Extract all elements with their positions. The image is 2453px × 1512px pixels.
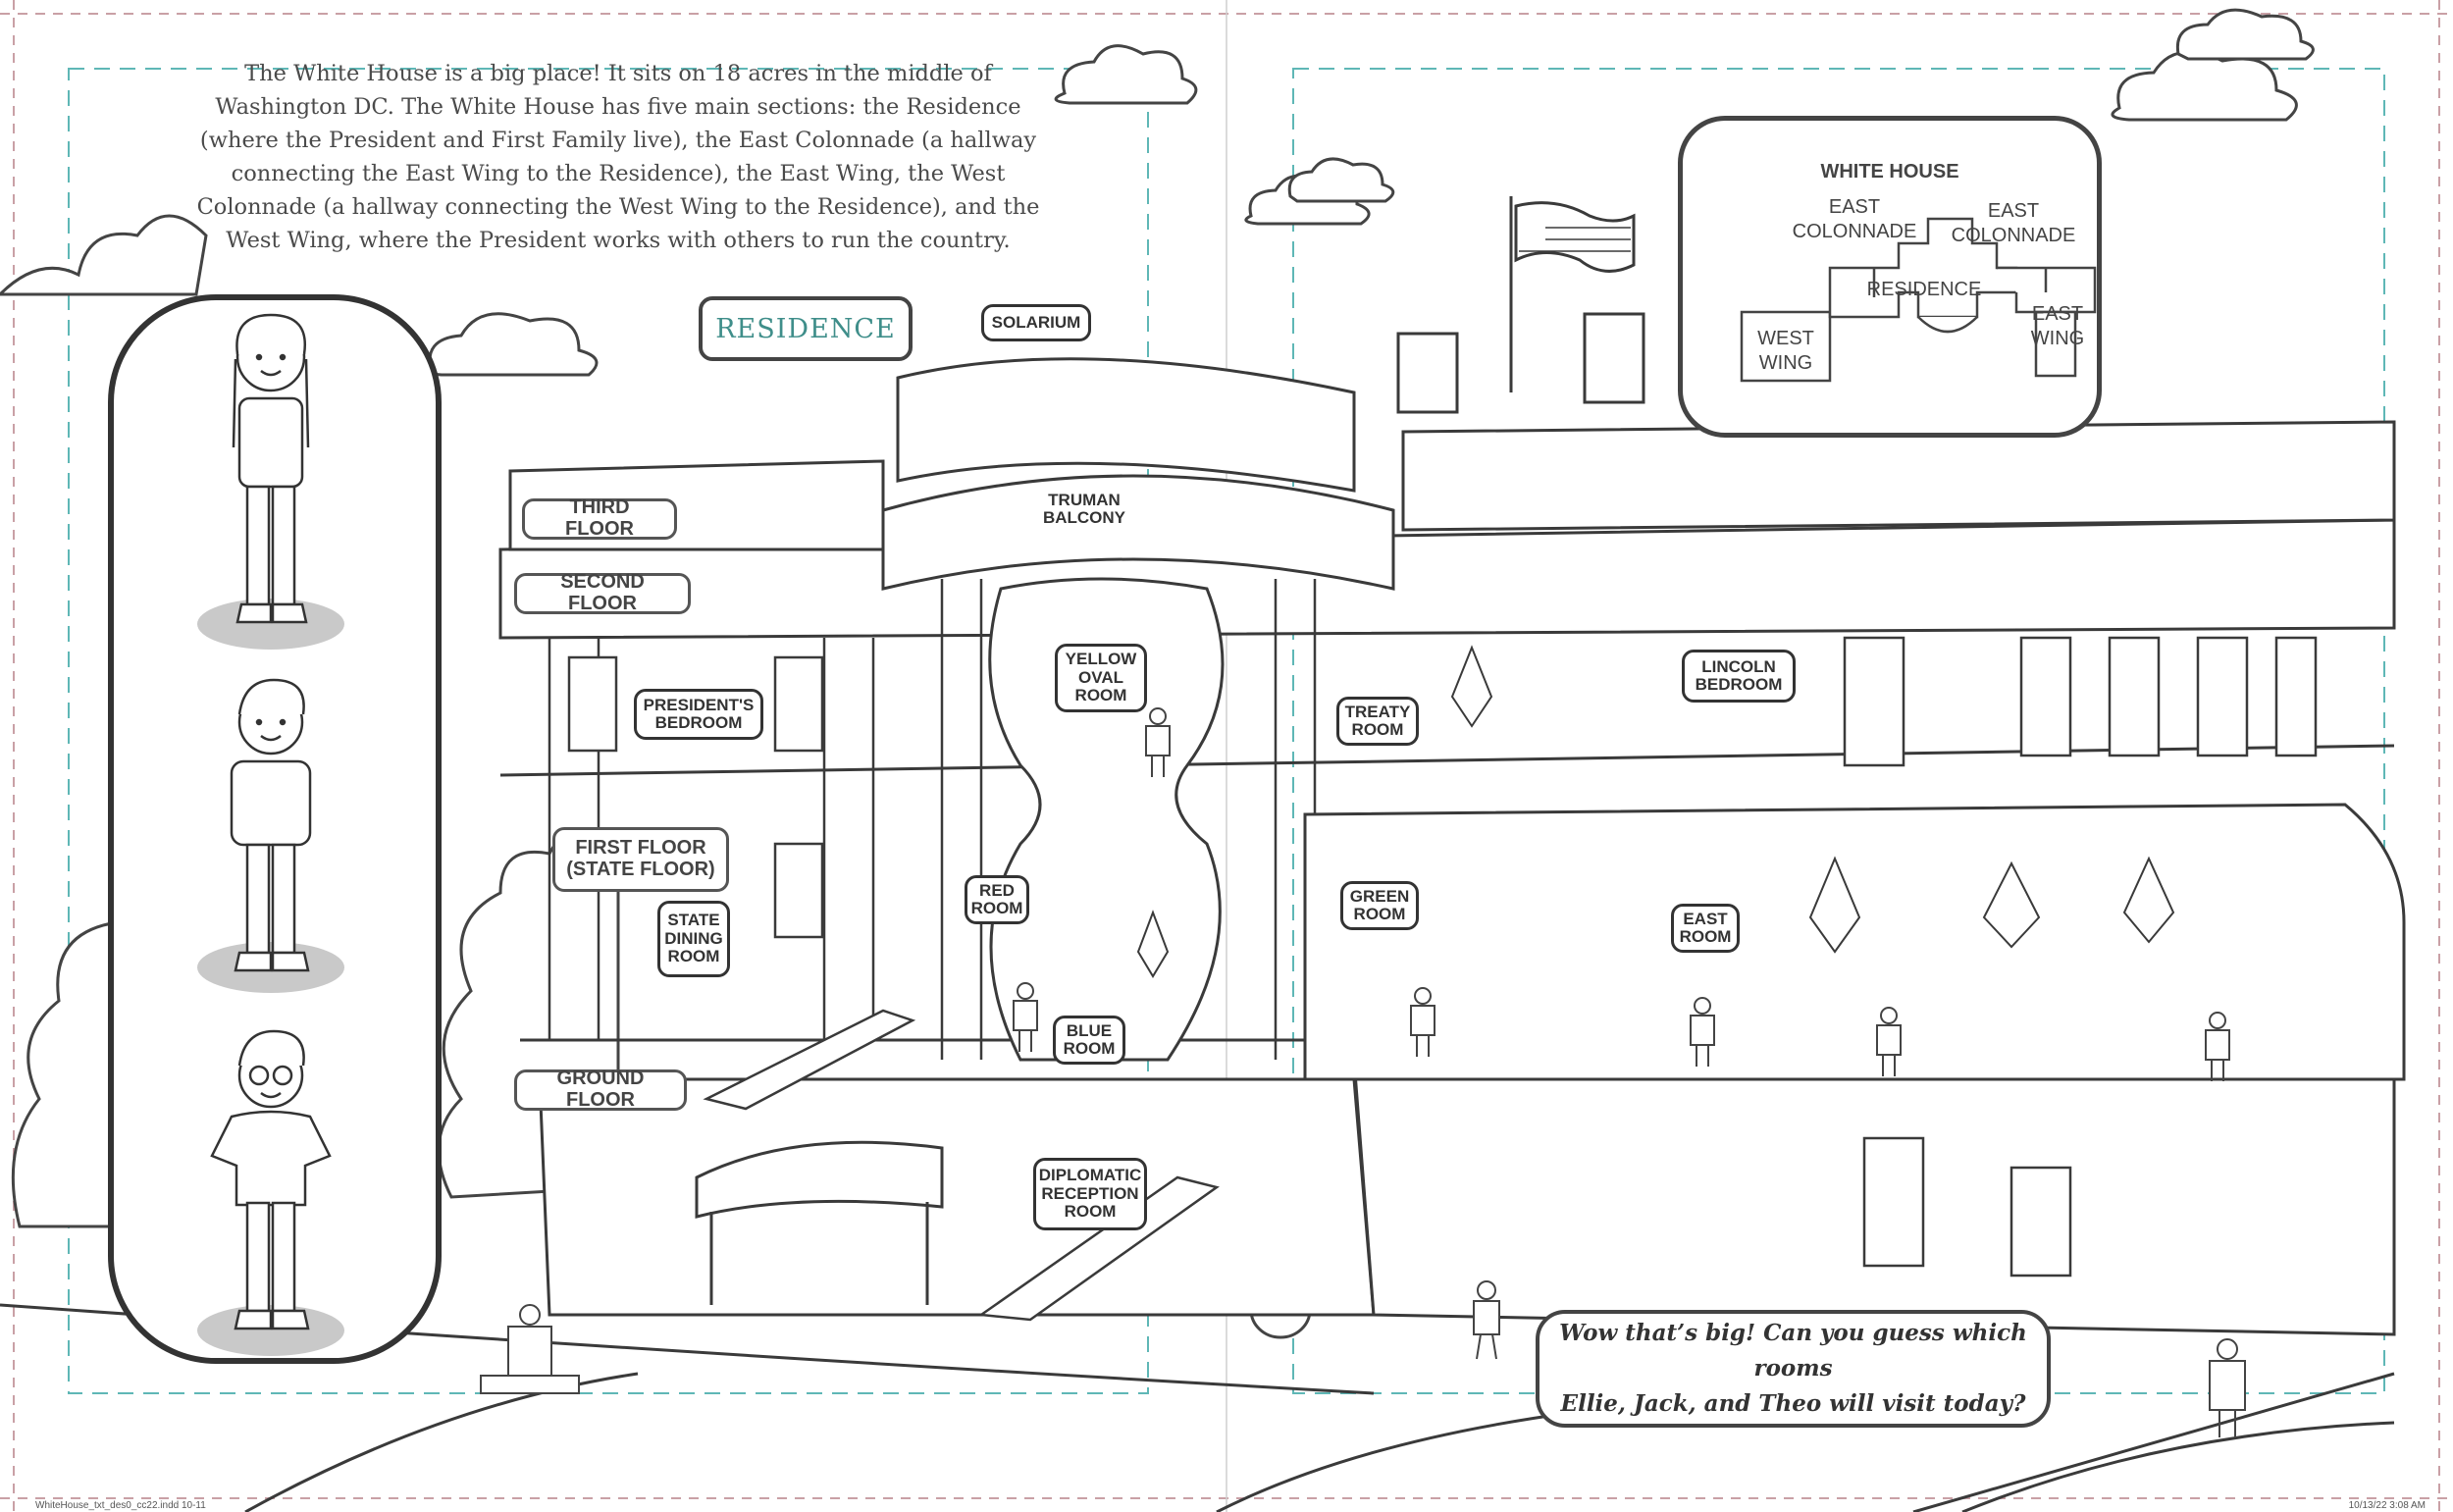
- jack-figure: [197, 678, 344, 993]
- label-second-floor: SECOND FLOOR: [514, 572, 691, 614]
- label-first-floor: FIRST FLOOR (STATE FLOOR): [552, 827, 729, 892]
- label-red-room: RED ROOM: [965, 875, 1029, 924]
- footer-file-info: WhiteHouse_txt_des0_cc22.indd 10-11: [35, 1500, 206, 1511]
- label-lincoln-bedroom: LINCOLN BEDROOM: [1682, 650, 1796, 703]
- map-label-east-colonnade-right: EAST COLONNADE: [1951, 200, 2076, 246]
- label-ground-floor: GROUND FLOOR: [514, 1069, 687, 1111]
- footer-timestamp: 10/13/22 3:08 AM: [2348, 1500, 2426, 1511]
- characters-panel: [108, 294, 442, 1364]
- map-label-east-colonnade-left: EAST COLONNADE: [1792, 196, 1917, 242]
- theo-figure: [197, 1029, 344, 1356]
- label-yellow-oval-room: YELLOW OVAL ROOM: [1055, 644, 1147, 712]
- label-green-room: GREEN ROOM: [1340, 881, 1419, 930]
- label-treaty-room: TREATY ROOM: [1336, 697, 1419, 746]
- map-label-west-wing: WEST WING: [1757, 328, 1814, 374]
- map-label-residence: RESIDENCE: [1866, 279, 1982, 300]
- label-east-room: EAST ROOM: [1671, 904, 1740, 953]
- section-title-residence: RESIDENCE: [699, 296, 913, 361]
- white-house-map: WHITE HOUSE EAST COLONNADE EAST COLONNAD…: [1678, 116, 2102, 438]
- label-blue-room: BLUE ROOM: [1053, 1016, 1125, 1065]
- label-third-floor: THIRD FLOOR: [522, 497, 677, 540]
- question-bubble: Wow that’s big! Can you guess which room…: [1536, 1310, 2051, 1428]
- label-presidents-bedroom: PRESIDENT'S BEDROOM: [634, 689, 763, 740]
- label-solarium: SOLARIUM: [981, 304, 1091, 341]
- label-state-dining-room: STATE DINING ROOM: [657, 901, 730, 977]
- map-label-east-wing: EAST WING: [2030, 303, 2085, 349]
- characters-illustration: [197, 313, 344, 1356]
- map-floorplan: [1740, 217, 2097, 383]
- clouds: [0, 8, 2315, 377]
- ellie-figure: [197, 313, 344, 650]
- intro-paragraph: The White House is a big place! It sits …: [196, 61, 1040, 253]
- label-truman-balcony: TRUMAN BALCONY: [1042, 490, 1126, 527]
- map-title: WHITE HOUSE: [1820, 161, 1959, 182]
- label-diplomatic-reception-room: DIPLOMATIC RECEPTION ROOM: [1033, 1158, 1147, 1230]
- people-figures: [480, 707, 2246, 1437]
